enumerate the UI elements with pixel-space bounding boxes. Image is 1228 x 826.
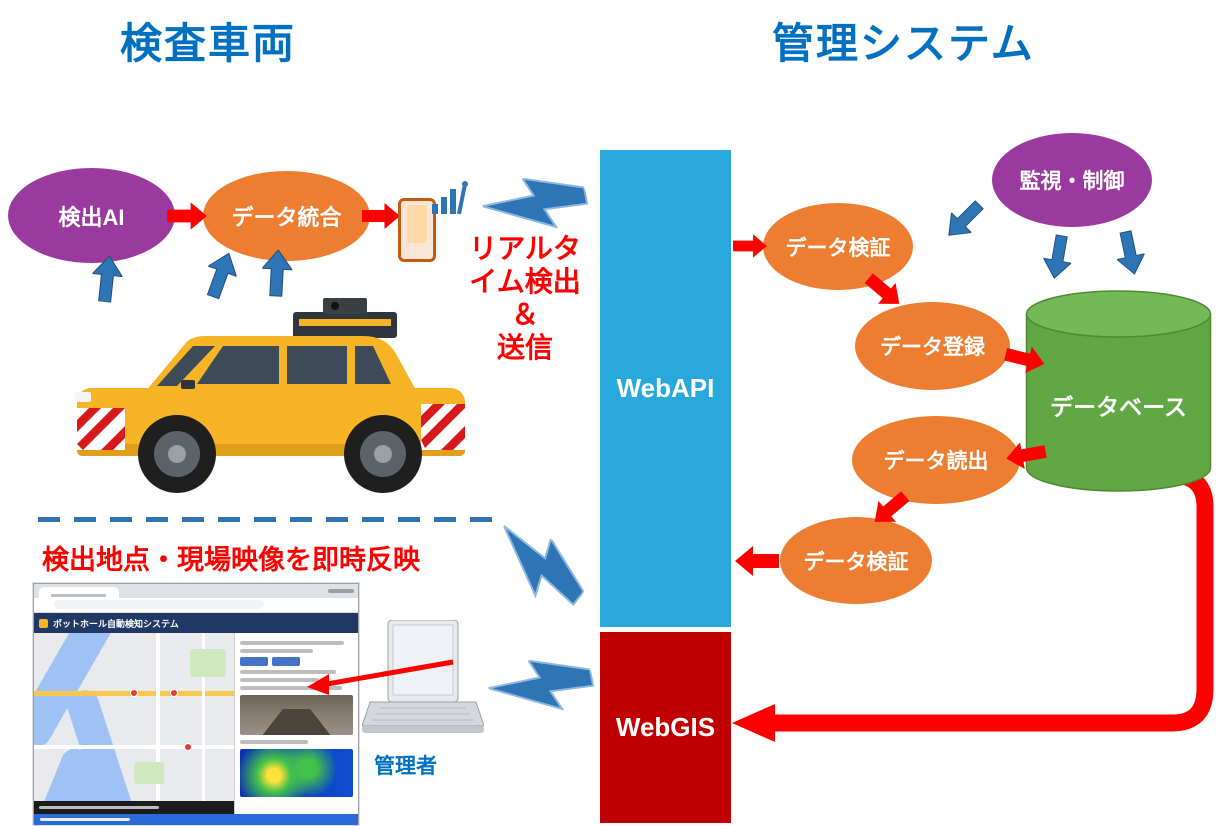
data-register-label: データ登録	[880, 336, 985, 359]
laptop-illustration	[362, 620, 484, 733]
detect-ai-label: 検出AI	[58, 204, 125, 230]
webgis-label: WebGIS	[615, 712, 716, 742]
database-to-webgis-arrow	[732, 466, 1214, 742]
arrow-car-to-ai	[91, 255, 124, 304]
sensor-heatmap	[240, 749, 353, 797]
form-text-placeholder	[240, 649, 314, 653]
footer-text-placeholder	[40, 818, 130, 821]
data-read-label: データ読出	[883, 450, 989, 473]
arrow-register-to-database	[1004, 346, 1045, 374]
monitor-control-ellipse: 監視・制御	[992, 133, 1152, 227]
url-field	[54, 600, 264, 609]
data-integration-label: データ統合	[231, 205, 342, 230]
app-footer-bar	[34, 814, 358, 825]
vehicle-section-title: 検査車両	[120, 20, 297, 67]
data-verify-out-label: データ検証	[803, 550, 909, 574]
panel-button	[272, 657, 300, 666]
lightning-bolt-top	[482, 177, 589, 229]
lightning-bolt-middle	[503, 525, 585, 607]
arrow-integration-to-phone	[362, 203, 400, 229]
detail-panel	[234, 633, 358, 814]
detection-marker	[130, 689, 138, 697]
map-status-bar	[34, 801, 234, 814]
data-integration-ellipse: データ統合	[203, 171, 370, 261]
arrow-verify-to-register	[864, 273, 900, 304]
window-buttons	[328, 589, 354, 593]
arrow-webapi-to-verify	[733, 234, 767, 258]
arrow-monitor-to-database-1	[1042, 234, 1073, 279]
app-header: ポットホール自動検知システム	[34, 613, 358, 633]
button-row	[240, 657, 353, 666]
data-register-ellipse: データ登録	[855, 302, 1010, 390]
admin-label: 管理者	[374, 755, 437, 778]
webgis-bar: WebGIS	[600, 632, 731, 823]
inspection-vehicle-illustration	[75, 298, 465, 493]
database-label: データベース	[1050, 394, 1187, 420]
monitor-control-label: 監視・制御	[1019, 170, 1125, 193]
app-body	[34, 633, 358, 814]
webgis-screenshot: ポットホール自動検知システム	[33, 583, 359, 825]
form-text-placeholder	[240, 670, 337, 674]
browser-tab-bar	[34, 584, 358, 598]
system-section-title: 管理システム	[772, 20, 1035, 67]
realtime-line-3: ＆	[510, 299, 539, 330]
webapi-label: WebAPI	[616, 373, 715, 403]
road	[156, 633, 160, 814]
app-title: ポットホール自動検知システム	[53, 618, 179, 629]
arrow-car-to-integration-2	[261, 249, 294, 297]
detection-marker	[184, 743, 192, 751]
arrow-monitor-to-verify	[948, 200, 984, 236]
form-text-placeholder	[240, 686, 342, 690]
panel-button	[240, 657, 268, 666]
arrow-database-to-read	[1006, 442, 1047, 470]
arrow-verify-out-to-webapi	[735, 546, 779, 576]
data-verify-in-label: データ検証	[785, 236, 891, 260]
arrow-read-to-verify-out	[874, 491, 910, 522]
tab-title-placeholder	[51, 594, 106, 597]
detect-ai-ellipse: 検出AI	[8, 168, 175, 263]
detection-marker	[170, 689, 178, 697]
browser-address-bar	[34, 598, 358, 613]
realtime-caption: リアルタ イム検出 ＆ 送信	[455, 232, 595, 364]
webapi-bar: WebAPI	[600, 150, 731, 627]
park-area	[134, 762, 164, 784]
browser-tab	[39, 587, 119, 598]
data-read-ellipse: データ読出	[852, 416, 1020, 504]
realtime-line-1: リアルタ	[469, 233, 581, 264]
phone-icon	[398, 198, 436, 262]
reflect-caption: 検出地点・現場映像を即時反映	[42, 545, 420, 575]
lightning-bolt-bottom	[488, 659, 595, 711]
data-verify-in-ellipse: データ検証	[763, 203, 913, 290]
admin-pointer-arrow	[307, 659, 454, 695]
realtime-line-4: 送信	[496, 332, 553, 363]
road	[34, 745, 234, 749]
database-cylinder	[1025, 290, 1212, 492]
data-verify-out-ellipse: データ検証	[780, 517, 932, 604]
coordinates-placeholder	[39, 806, 159, 809]
form-text-placeholder	[240, 740, 308, 744]
site-photo	[240, 695, 353, 735]
realtime-line-2: イム検出	[469, 266, 581, 297]
arrow-ai-to-integration	[167, 202, 207, 230]
arrow-car-to-integration-1	[206, 252, 238, 300]
antenna-signal-icon	[432, 181, 468, 215]
phone-screen	[407, 205, 427, 243]
map-view	[34, 633, 234, 814]
form-text-placeholder	[240, 678, 320, 682]
arrow-monitor-to-database-2	[1116, 230, 1146, 275]
park-area	[190, 649, 226, 677]
form-text-placeholder	[240, 641, 344, 645]
road	[202, 633, 205, 814]
app-logo-icon	[39, 618, 48, 628]
road-surface	[262, 709, 331, 735]
dashed-separator	[38, 517, 492, 522]
